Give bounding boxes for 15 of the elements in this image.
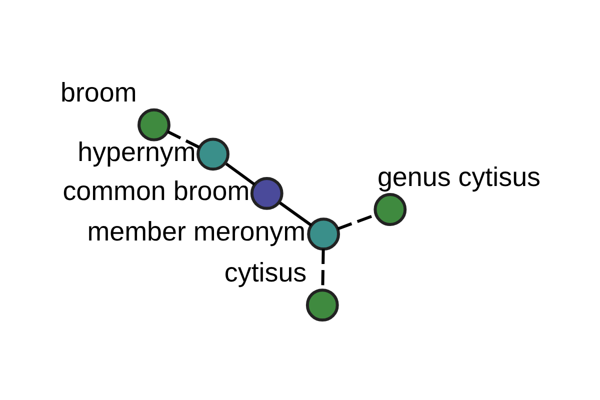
node-label: hypernym: [77, 136, 196, 167]
node-label: cytisus: [224, 258, 306, 288]
node-circle: [250, 176, 283, 210]
connector: [278, 202, 312, 226]
node-circle: [137, 108, 170, 142]
connector: [166, 130, 200, 149]
node-label: genus cytisus: [376, 162, 540, 192]
node-circle: [305, 288, 338, 322]
node-circle: [196, 138, 229, 171]
connector: [224, 162, 255, 186]
node-label: common broom: [62, 176, 250, 206]
node-circle: [306, 218, 340, 251]
node-label: member meronym: [86, 216, 306, 247]
node-circle: [373, 193, 406, 226]
node-label: broom: [60, 78, 136, 108]
